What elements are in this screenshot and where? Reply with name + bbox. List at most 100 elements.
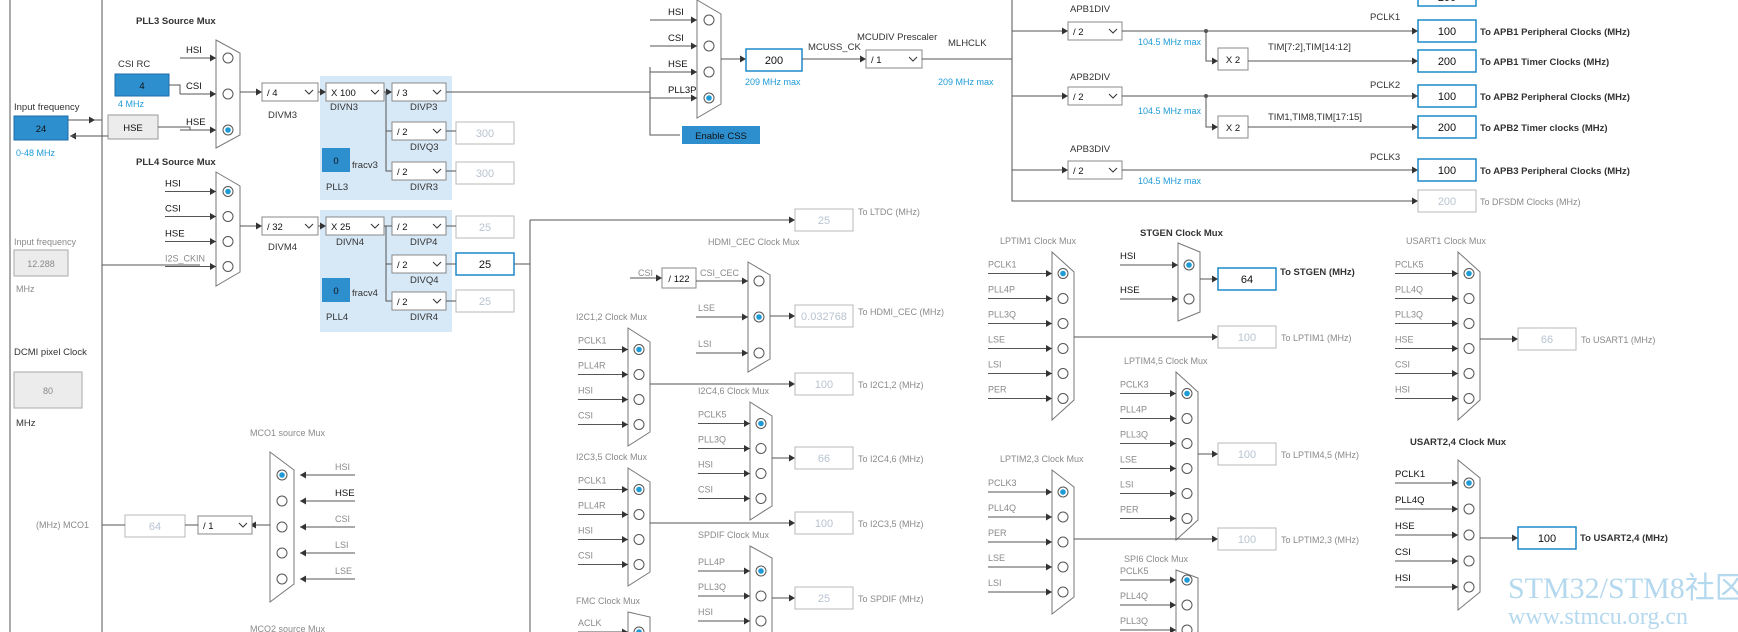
i2c12-value[interactable]: 100 — [815, 379, 833, 391]
stgen-mux-radio-1[interactable] — [1183, 293, 1195, 305]
pll4-source-mux-radio-2[interactable] — [222, 236, 234, 247]
dcmi-box[interactable] — [13, 371, 83, 409]
apb-out-3-box[interactable] — [1417, 115, 1477, 139]
usart1-mux-radio-3[interactable] — [1463, 343, 1475, 354]
pll3-source-mux-radio-1[interactable] — [222, 88, 234, 100]
divq3-out-box[interactable] — [455, 121, 515, 145]
dcmi-value[interactable]: 80 — [43, 386, 53, 396]
input-frequency2-box[interactable] — [13, 249, 69, 277]
divr3-value[interactable]: / 2 — [397, 167, 408, 178]
lptim1-box[interactable] — [1217, 325, 1277, 349]
apb-out-2-value[interactable]: 100 — [1438, 91, 1456, 103]
mco1-out-value[interactable]: 64 — [149, 521, 161, 533]
pll4-source-mux-radio-3[interactable] — [222, 261, 234, 272]
lptim1-mux-radio-5[interactable] — [1057, 393, 1069, 404]
divn4-value[interactable]: X 25 — [331, 222, 351, 233]
i2c46-value[interactable]: 66 — [818, 453, 830, 465]
apb-top-value[interactable]: 200 — [1438, 0, 1456, 4]
apb-out-1-value[interactable]: 200 — [1438, 56, 1456, 68]
apb-out-4-value[interactable]: 100 — [1438, 165, 1456, 177]
divr4-value[interactable]: / 2 — [397, 297, 408, 308]
i2c35-mux-radio-3[interactable] — [633, 559, 645, 570]
spi6-mux-radio-1[interactable] — [1181, 599, 1193, 611]
mco1-mux-radio-3[interactable] — [276, 547, 288, 559]
divr3-out-box[interactable] — [455, 161, 515, 185]
stgen-value[interactable]: 64 — [1241, 274, 1253, 286]
mcuss-ck-box[interactable] — [745, 48, 803, 72]
apb-out-5-value[interactable]: 200 — [1438, 196, 1456, 208]
lptim45-mux-radio-3[interactable] — [1181, 463, 1193, 474]
lptim45-box[interactable] — [1217, 442, 1277, 466]
apb3div-value[interactable]: / 2 — [1073, 166, 1084, 177]
ltdc-value[interactable]: 25 — [818, 215, 830, 227]
frac3-box[interactable] — [322, 148, 350, 172]
apb-out-0-box[interactable] — [1417, 19, 1477, 43]
hdmi-cec-mux-radio-0[interactable] — [753, 275, 765, 287]
pll4-source-mux-radio-1[interactable] — [222, 211, 234, 222]
usart1-mux-radio-5[interactable] — [1463, 393, 1475, 404]
mco1-mux-radio-1[interactable] — [276, 495, 288, 507]
frac4-box[interactable] — [322, 278, 350, 302]
divq3-value[interactable]: / 2 — [397, 127, 408, 138]
mcuss-ck-value[interactable]: 200 — [765, 55, 783, 67]
lptim23-mux-radio-4[interactable] — [1057, 586, 1069, 598]
lptim23-mux-radio-1[interactable] — [1057, 511, 1069, 523]
i2c46-box[interactable] — [794, 446, 854, 470]
i2c35-box[interactable] — [794, 511, 854, 535]
divn3-value[interactable]: X 100 — [331, 88, 356, 99]
mco1-out-box[interactable] — [124, 514, 186, 538]
lptim45-value[interactable]: 100 — [1238, 449, 1256, 461]
usart1-box[interactable] — [1517, 327, 1577, 351]
i2c35-value[interactable]: 100 — [815, 518, 833, 530]
divp4-out-value[interactable]: 25 — [479, 222, 491, 234]
lptim1-value[interactable]: 100 — [1238, 332, 1256, 344]
i2c46-mux-radio-1[interactable] — [755, 443, 767, 454]
input-frequency-box[interactable] — [13, 115, 69, 141]
i2c12-mux-radio-2[interactable] — [633, 394, 645, 405]
divp4-value[interactable]: / 2 — [397, 222, 408, 233]
apb-out-1-box[interactable] — [1417, 49, 1477, 73]
ltdc-box[interactable] — [794, 208, 854, 232]
i2c35-mux-radio-1[interactable] — [633, 509, 645, 520]
divr4-out-value[interactable]: 25 — [479, 296, 491, 308]
apb-out-4-box[interactable] — [1417, 158, 1477, 182]
hdmi-cec-value[interactable]: 0.032768 — [801, 311, 847, 323]
lptim45-mux-radio-4[interactable] — [1181, 488, 1193, 499]
hdmi-cec-mux-radio-2[interactable] — [753, 347, 765, 359]
usart24-mux-radio-1[interactable] — [1463, 503, 1475, 515]
mco1-mux-radio-2[interactable] — [276, 521, 288, 533]
frac4-value[interactable]: 0 — [333, 286, 338, 297]
divq3-out-value[interactable]: 300 — [476, 128, 494, 140]
divp3-value[interactable]: / 3 — [397, 88, 408, 99]
mco1-mux-radio-4[interactable] — [276, 573, 288, 585]
hdmi-cec-box[interactable] — [794, 304, 854, 328]
stgen-box[interactable] — [1217, 267, 1277, 291]
spdif-value[interactable]: 25 — [818, 593, 830, 605]
lptim45-mux-radio-2[interactable] — [1181, 438, 1193, 449]
enable-css-label[interactable]: Enable CSS — [695, 131, 747, 142]
lptim1-mux-radio-1[interactable] — [1057, 293, 1069, 304]
usart24-mux-radio-3[interactable] — [1463, 555, 1475, 567]
pll3-source-mux-radio-0[interactable] — [222, 52, 234, 64]
enable-css-button[interactable] — [682, 126, 760, 144]
apb-top-box[interactable] — [1417, 0, 1477, 7]
usart24-mux-radio-4[interactable] — [1463, 581, 1475, 593]
apb-out-5-box[interactable] — [1417, 189, 1477, 213]
i2c12-box[interactable] — [794, 372, 854, 396]
usart1-value[interactable]: 66 — [1541, 334, 1553, 346]
lptim23-box[interactable] — [1217, 527, 1277, 551]
input-frequency2-value[interactable]: 12.288 — [27, 259, 55, 269]
usart1-mux-radio-1[interactable] — [1463, 293, 1475, 304]
i2c12-mux-radio-3[interactable] — [633, 419, 645, 430]
divq4-value[interactable]: / 2 — [397, 260, 408, 271]
lptim1-mux-radio-2[interactable] — [1057, 318, 1069, 329]
apb2div-value[interactable]: / 2 — [1073, 92, 1084, 103]
spdif-mux-radio-1[interactable] — [755, 590, 767, 602]
mcu-source-mux-radio-2[interactable] — [703, 66, 715, 78]
lptim45-mux-radio-1[interactable] — [1181, 413, 1193, 424]
spdif-mux-radio-2[interactable] — [755, 615, 767, 627]
usart24-value[interactable]: 100 — [1538, 533, 1556, 545]
apb-out-0-value[interactable]: 100 — [1438, 26, 1456, 38]
input-frequency-value[interactable]: 24 — [36, 124, 47, 135]
usart24-box[interactable] — [1517, 526, 1577, 550]
